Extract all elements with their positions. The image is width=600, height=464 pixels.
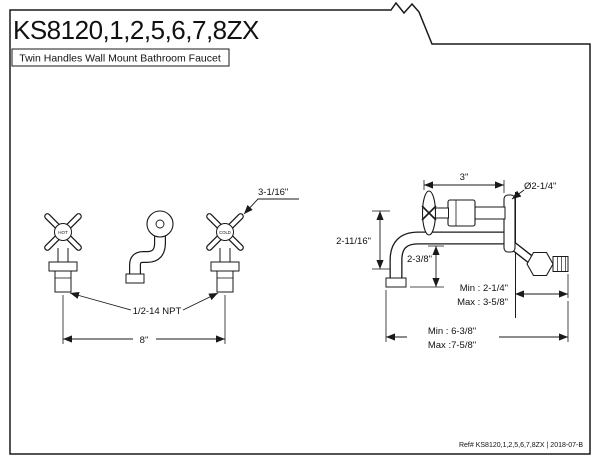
cold-handle: COLD xyxy=(206,213,244,293)
dim-handle-to-wall: 3" xyxy=(423,172,505,193)
dim-drop-total-text: 2-11/16" xyxy=(336,236,371,247)
dim-handle-to-wall-text: 3" xyxy=(460,172,469,183)
dim-thread-leader-left xyxy=(69,291,132,311)
hot-handle-cross-fill xyxy=(45,214,81,250)
hot-escutcheon xyxy=(48,261,78,272)
dim-wall-min-text: Min : 2-1/4" xyxy=(460,283,508,294)
dim-drop-total: 2-11/16" xyxy=(336,210,390,270)
dim-spread-text-bg xyxy=(133,331,156,345)
dim-drop-total-ticks xyxy=(372,210,390,270)
spout-front-tube-fill xyxy=(130,236,165,274)
cold-escutcheon xyxy=(210,261,240,272)
dim-thread-text: 1/2-14 NPT xyxy=(133,306,182,317)
subtitle-box-frame xyxy=(11,48,230,67)
subtitle-text: Twin Handles Wall Mount Bathroom Faucet xyxy=(19,53,221,65)
dim-handle-size: 3-1/16" xyxy=(243,187,299,215)
dim-drop-spout: 2-3/8" xyxy=(407,245,444,288)
hot-inlet-port xyxy=(54,270,72,293)
front-view: HOT COLD 3-1/16" xyxy=(44,187,299,346)
handle-side-stem xyxy=(435,207,449,219)
handle-side-valve-body xyxy=(447,199,476,227)
subtitle-box: Twin Handles Wall Mount Bathroom Faucet xyxy=(11,48,230,67)
spout-front-flange-center xyxy=(155,219,165,229)
cold-valve-stem xyxy=(219,248,231,262)
supply-thread-lines xyxy=(557,256,566,272)
dim-depth-range-text-bg xyxy=(407,325,499,351)
supply-connection xyxy=(509,241,569,277)
page-border xyxy=(9,1,591,455)
dim-spread-text: 8" xyxy=(140,335,149,346)
hot-valve-stem xyxy=(57,248,69,262)
spout-side-aerator xyxy=(385,277,407,288)
spout-front-aerator xyxy=(125,273,145,284)
dim-wall-max-text: Max : 3-5/8" xyxy=(457,297,508,308)
dim-depth-range-extensions xyxy=(385,290,569,342)
dim-handle-size-text: 3-1/16" xyxy=(258,187,288,198)
hot-label: HOT xyxy=(58,230,68,235)
spout-side-tube-fill xyxy=(390,232,508,278)
handle-side xyxy=(421,190,506,236)
wall-flange xyxy=(503,194,516,253)
dim-thread: 1/2-14 NPT xyxy=(69,291,219,317)
dim-drop-spout-ticks xyxy=(410,245,444,288)
dim-depth-max-text: Max :7-5/8" xyxy=(428,340,476,351)
dim-wall-range: Min : 2-1/4" Max : 3-5/8" xyxy=(457,274,569,308)
handle-side-pipe xyxy=(474,206,506,220)
dim-thread-leader-right xyxy=(182,292,219,311)
spout-side xyxy=(385,231,508,288)
dim-spread: 8" xyxy=(62,295,226,346)
dim-depth-range: Min : 6-3/8" Max :7-5/8" xyxy=(385,290,569,351)
cold-label: COLD xyxy=(219,230,231,235)
cold-inlet-port xyxy=(216,270,234,293)
model-number-title: KS8120,1,2,5,6,7,8ZX xyxy=(13,15,259,45)
cold-handle-button xyxy=(216,223,234,241)
hot-handle-button xyxy=(54,223,72,241)
dim-flange-diameter-text: Ø2-1/4" xyxy=(524,181,556,192)
dim-flange-diameter: Ø2-1/4" xyxy=(511,181,556,200)
dim-flange-diameter-leader xyxy=(511,189,525,200)
dim-drop-spout-text: 2-3/8" xyxy=(407,254,432,265)
supply-threaded-port xyxy=(552,256,569,272)
hot-handle: HOT xyxy=(44,213,82,293)
dim-depth-min-text: Min : 6-3/8" xyxy=(428,326,476,337)
cold-handle-cross-fill xyxy=(207,214,243,250)
handle-side-cross-arms xyxy=(421,205,437,221)
side-view: 3" Ø2-1/4" 2-11/16" 2-3/8" Min : 2-1/4" … xyxy=(336,172,569,351)
dim-handle-size-leader xyxy=(243,198,299,215)
footer-reference: Ref# KS8120,1,2,5,6,7,8ZX | 2018-07-B xyxy=(459,442,583,449)
spout-front xyxy=(125,210,174,284)
